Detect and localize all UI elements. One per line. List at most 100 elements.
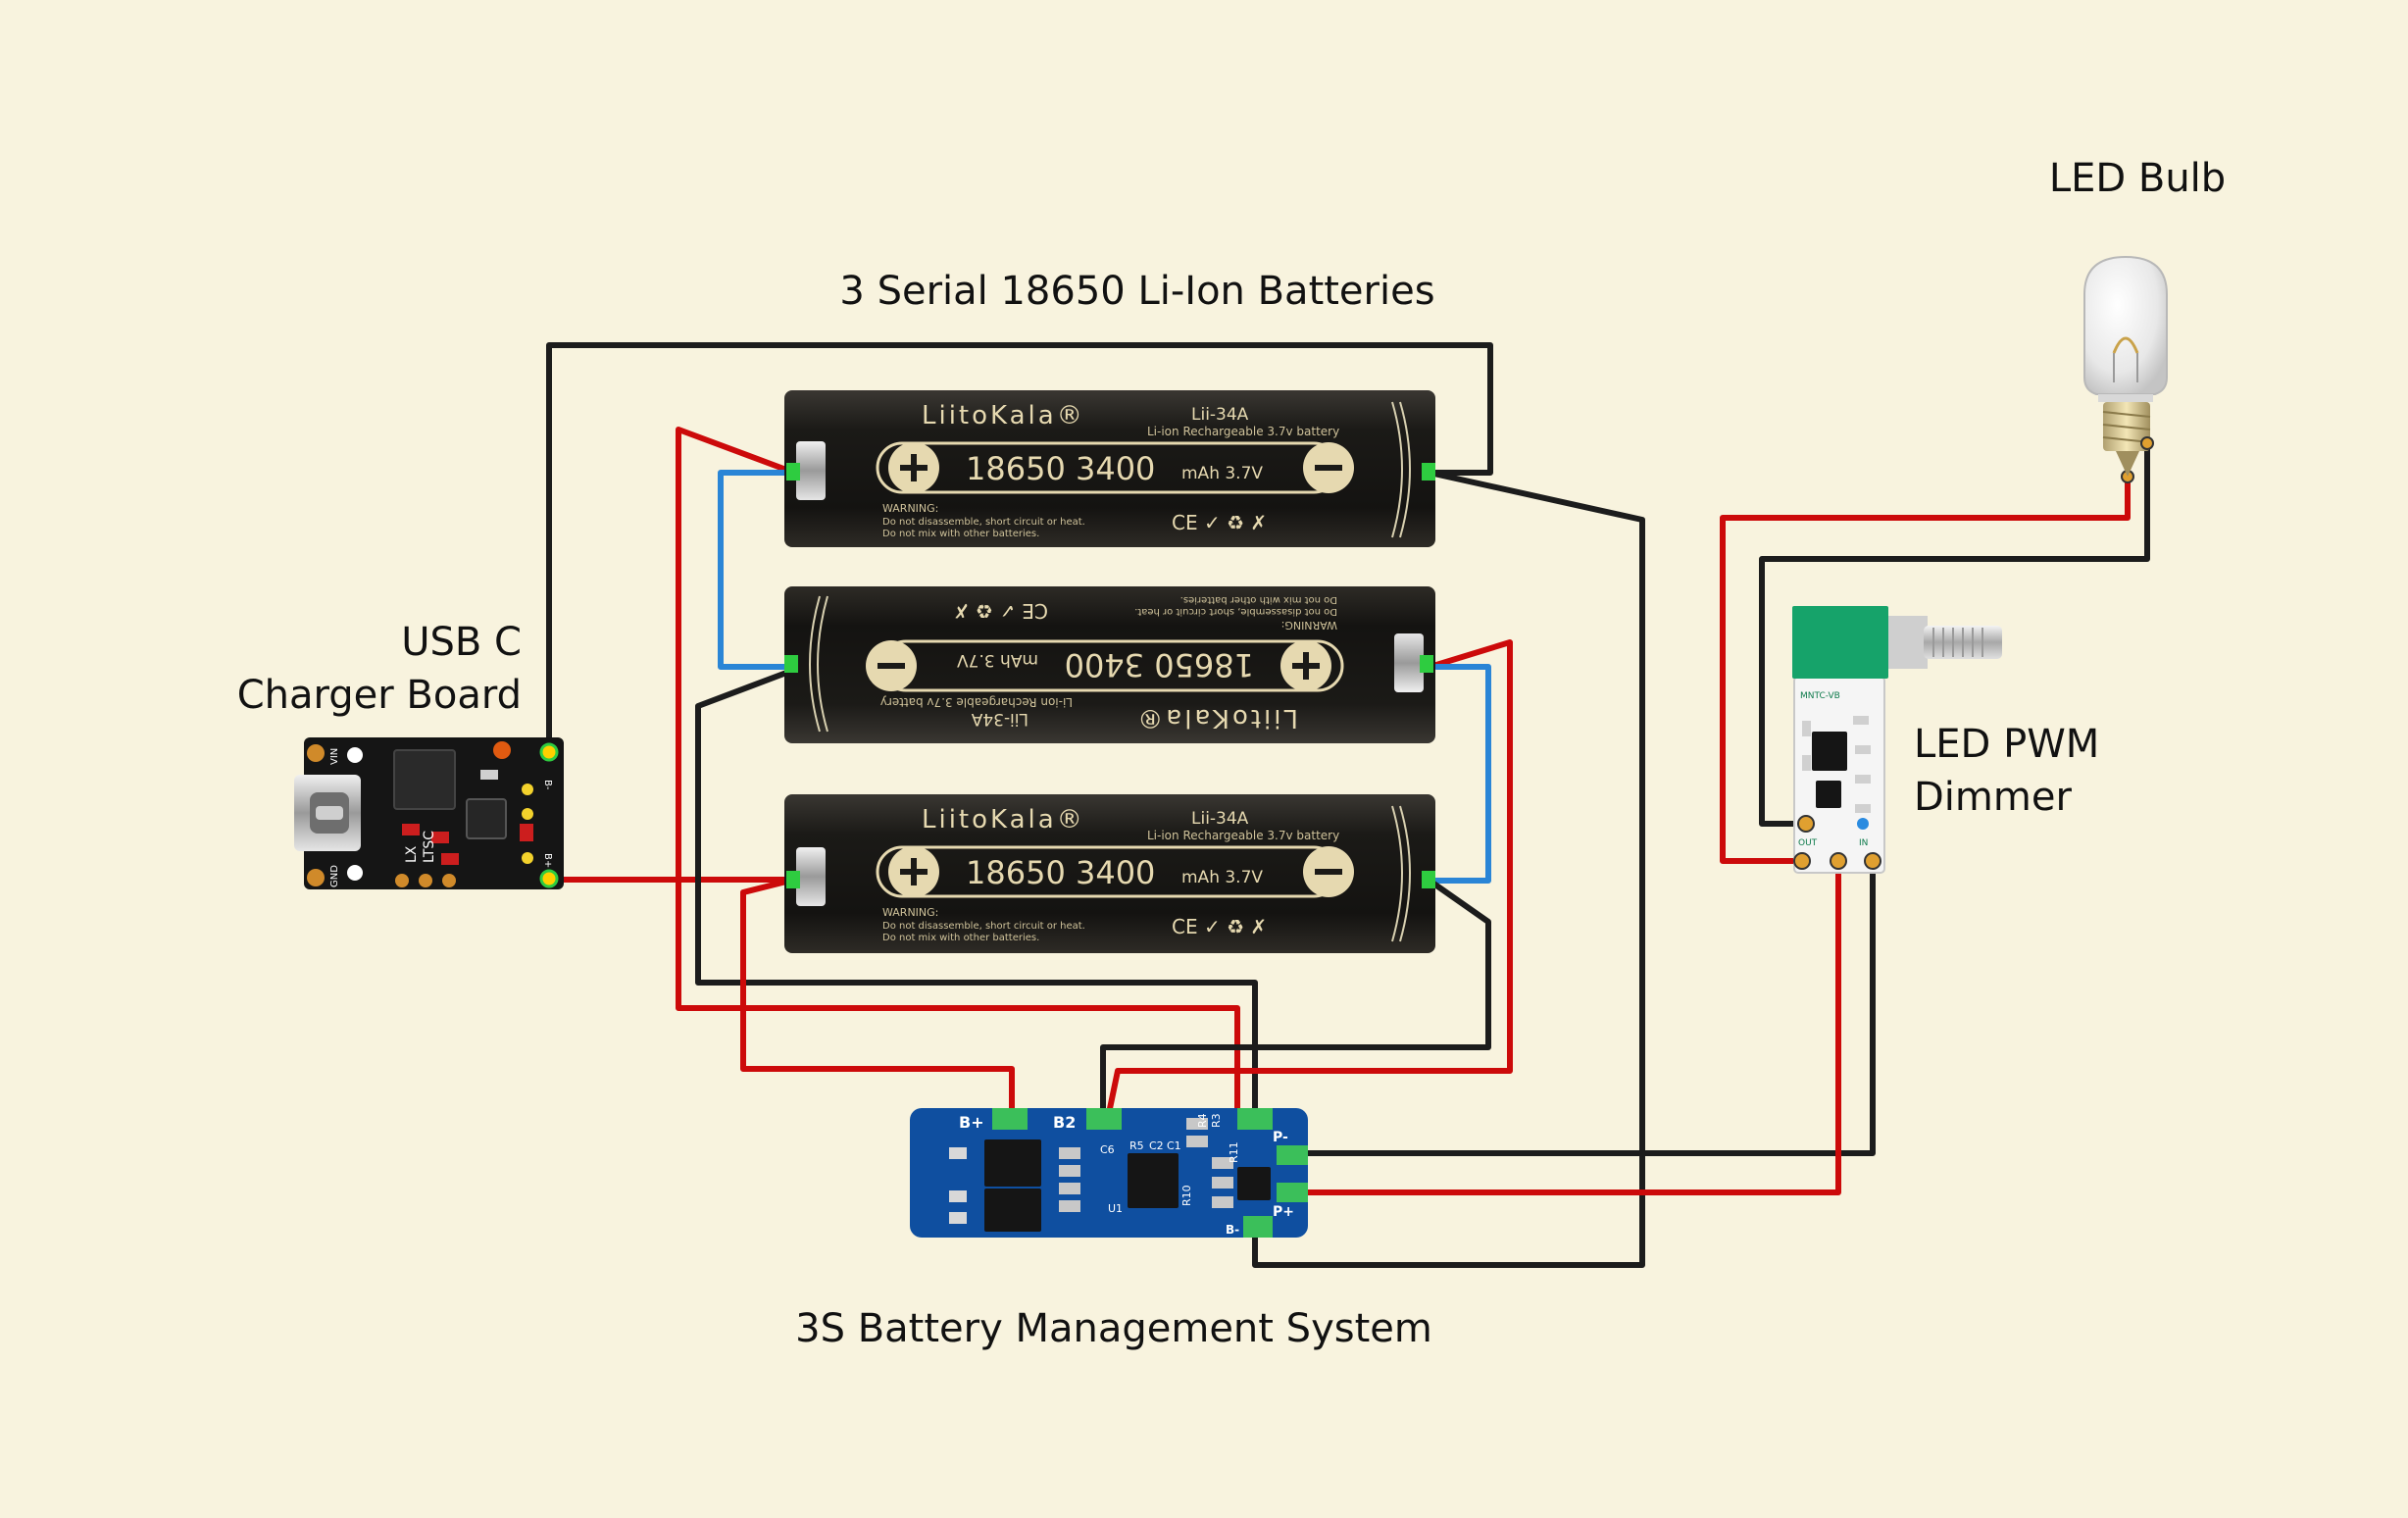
smd: [1059, 1183, 1080, 1194]
smd-red: [402, 824, 420, 835]
bms-label-bminus: B-: [1226, 1223, 1239, 1237]
battery-model: Lii-34A: [971, 709, 1028, 729]
battery-1: LiitoKala® Lii-34A Li-ion Rechargeable 3…: [784, 390, 1435, 547]
bms-comp-u1: U1: [1108, 1202, 1123, 1215]
wire-dimmer-out-to-bulb-red: [1720, 474, 2131, 864]
smd: [1855, 745, 1871, 754]
led-yellow: [522, 852, 533, 864]
smd: [1212, 1157, 1233, 1169]
pad-bplus: [992, 1108, 1028, 1130]
battery-unit: mAh 3.7V: [1181, 868, 1263, 887]
smd-grey: [480, 770, 498, 780]
battery-type: Li-ion Rechargeable 3.7v battery: [880, 695, 1073, 709]
plus-icon: [888, 846, 939, 897]
battery-type: Li-ion Rechargeable 3.7v battery: [1147, 829, 1339, 842]
terminal-green: [784, 655, 798, 673]
battery-warning: WARNING:: [882, 906, 938, 919]
dimmer-mosfet: [1816, 781, 1841, 808]
usb-c-port-icon: [294, 775, 361, 851]
bms-label-pplus: P+: [1273, 1204, 1294, 1220]
dimmer-pad: [1864, 852, 1881, 870]
label-charger-line2: Charger Board: [237, 673, 522, 718]
mosfet: [984, 1139, 1041, 1187]
led-orange: [493, 741, 511, 759]
label-charger-line1: USB C: [401, 620, 522, 665]
battery-cap: [796, 441, 826, 500]
potentiometer-knob-icon: [1888, 616, 2002, 669]
smd: [1186, 1118, 1208, 1130]
battery-unit: mAh 3.7V: [1181, 464, 1263, 483]
pad-pminus: [1277, 1145, 1308, 1165]
dimmer-pin-in: IN: [1859, 838, 1868, 848]
charger-ic: [466, 798, 507, 839]
battery-capacity: 18650 3400: [1065, 646, 1254, 683]
wire-battery1-to-battery2-series: [718, 470, 805, 670]
battery-model: Lii-34A: [1191, 809, 1249, 829]
dimmer-pad: [1797, 815, 1815, 833]
plus-icon: [888, 442, 939, 493]
battery-warning-text-1: Do not disassemble, short circuit or hea…: [1134, 606, 1337, 617]
usb-c-charger-board: VIN GND LX LTSC B- B+: [294, 737, 564, 889]
battery-brand: LiitoKala®: [1134, 703, 1298, 733]
pad-vin: [307, 744, 325, 762]
smd-red: [431, 832, 449, 843]
potentiometer-body: [1792, 606, 1888, 679]
bulb-icon: [2083, 255, 2168, 483]
mosfet: [984, 1189, 1041, 1232]
bms-comp-r5: R5: [1129, 1139, 1144, 1152]
wire-battery3-positive-to-bms-bplus: [740, 877, 1015, 1121]
inductor: [393, 749, 456, 810]
wire-battery2-positive-to-bms-b2: [1105, 639, 1513, 1121]
smd: [1212, 1177, 1233, 1189]
battery-warning-text-1: Do not disassemble, short circuit or hea…: [882, 517, 1085, 528]
mount-hole: [347, 747, 363, 763]
pad-bplus: [539, 869, 559, 888]
dimmer-led: [1857, 818, 1869, 830]
bms-comp-c1: C1: [1167, 1139, 1181, 1152]
pin-label-bplus: B+: [542, 853, 553, 868]
chip-label-ltsc: LTSC: [422, 831, 437, 863]
battery-marks: CE ✓ ♻ ✗: [953, 599, 1048, 623]
pin-label-bminus: B-: [542, 780, 553, 790]
terminal-green: [786, 871, 800, 888]
pad: [442, 874, 456, 887]
bms-label-bplus: B+: [959, 1113, 984, 1132]
bms-label-pminus: P-: [1273, 1130, 1288, 1145]
battery-body: [784, 390, 1435, 547]
wire-battery1-negative-to-bms-bminus: [1252, 470, 1645, 1268]
pin-label-gnd: GND: [329, 865, 340, 887]
battery-body: [784, 794, 1435, 953]
smd: [949, 1190, 967, 1202]
smd: [1855, 775, 1871, 784]
mosfet-small: [1237, 1167, 1271, 1200]
label-batteries: 3 Serial 18650 Li-Ion Batteries: [839, 269, 1434, 314]
smd: [1059, 1200, 1080, 1212]
smd: [1059, 1165, 1080, 1177]
wire-charger-bminus-to-battery1-negative: [546, 342, 1493, 745]
led-yellow: [522, 784, 533, 795]
pad-bminus: [539, 742, 559, 762]
wire-battery3-negative-to-bms: [1100, 878, 1491, 1121]
charger-pcb: [304, 737, 564, 889]
battery-warning-text-1: Do not disassemble, short circuit or hea…: [882, 921, 1085, 932]
bms-ic: [1128, 1153, 1179, 1208]
bms-comp-r11: R11: [1228, 1141, 1240, 1163]
battery-warning-text-2: Do not mix with other batteries.: [882, 933, 1039, 943]
battery-brand: LiitoKala®: [922, 805, 1085, 835]
bms-board: B+ B2 P- P+ B- C6 R5 C2 C1 U1 R10 R11 R3…: [910, 1108, 1308, 1238]
terminal-green: [1422, 463, 1435, 481]
smd: [1855, 804, 1871, 813]
pad-bminus: [1243, 1216, 1273, 1238]
label-led-bulb: LED Bulb: [2049, 156, 2226, 201]
dimmer-pin-out: OUT: [1798, 838, 1818, 848]
wires: [546, 342, 2150, 1268]
battery-2: LiitoKala® Lii-34A Li-ion Rechargeable 3…: [784, 586, 1435, 743]
bms-comp-r3: R3: [1210, 1113, 1223, 1128]
smd: [1059, 1147, 1080, 1159]
pad-b1: [1237, 1108, 1273, 1130]
minus-icon: [1303, 846, 1354, 897]
dimmer-ic: [1812, 732, 1847, 771]
led-pwm-dimmer: MNTC-VB OUT IN: [1792, 606, 2002, 874]
pad-gnd: [307, 869, 325, 886]
battery-warning-text-2: Do not mix with other batteries.: [1180, 594, 1337, 605]
